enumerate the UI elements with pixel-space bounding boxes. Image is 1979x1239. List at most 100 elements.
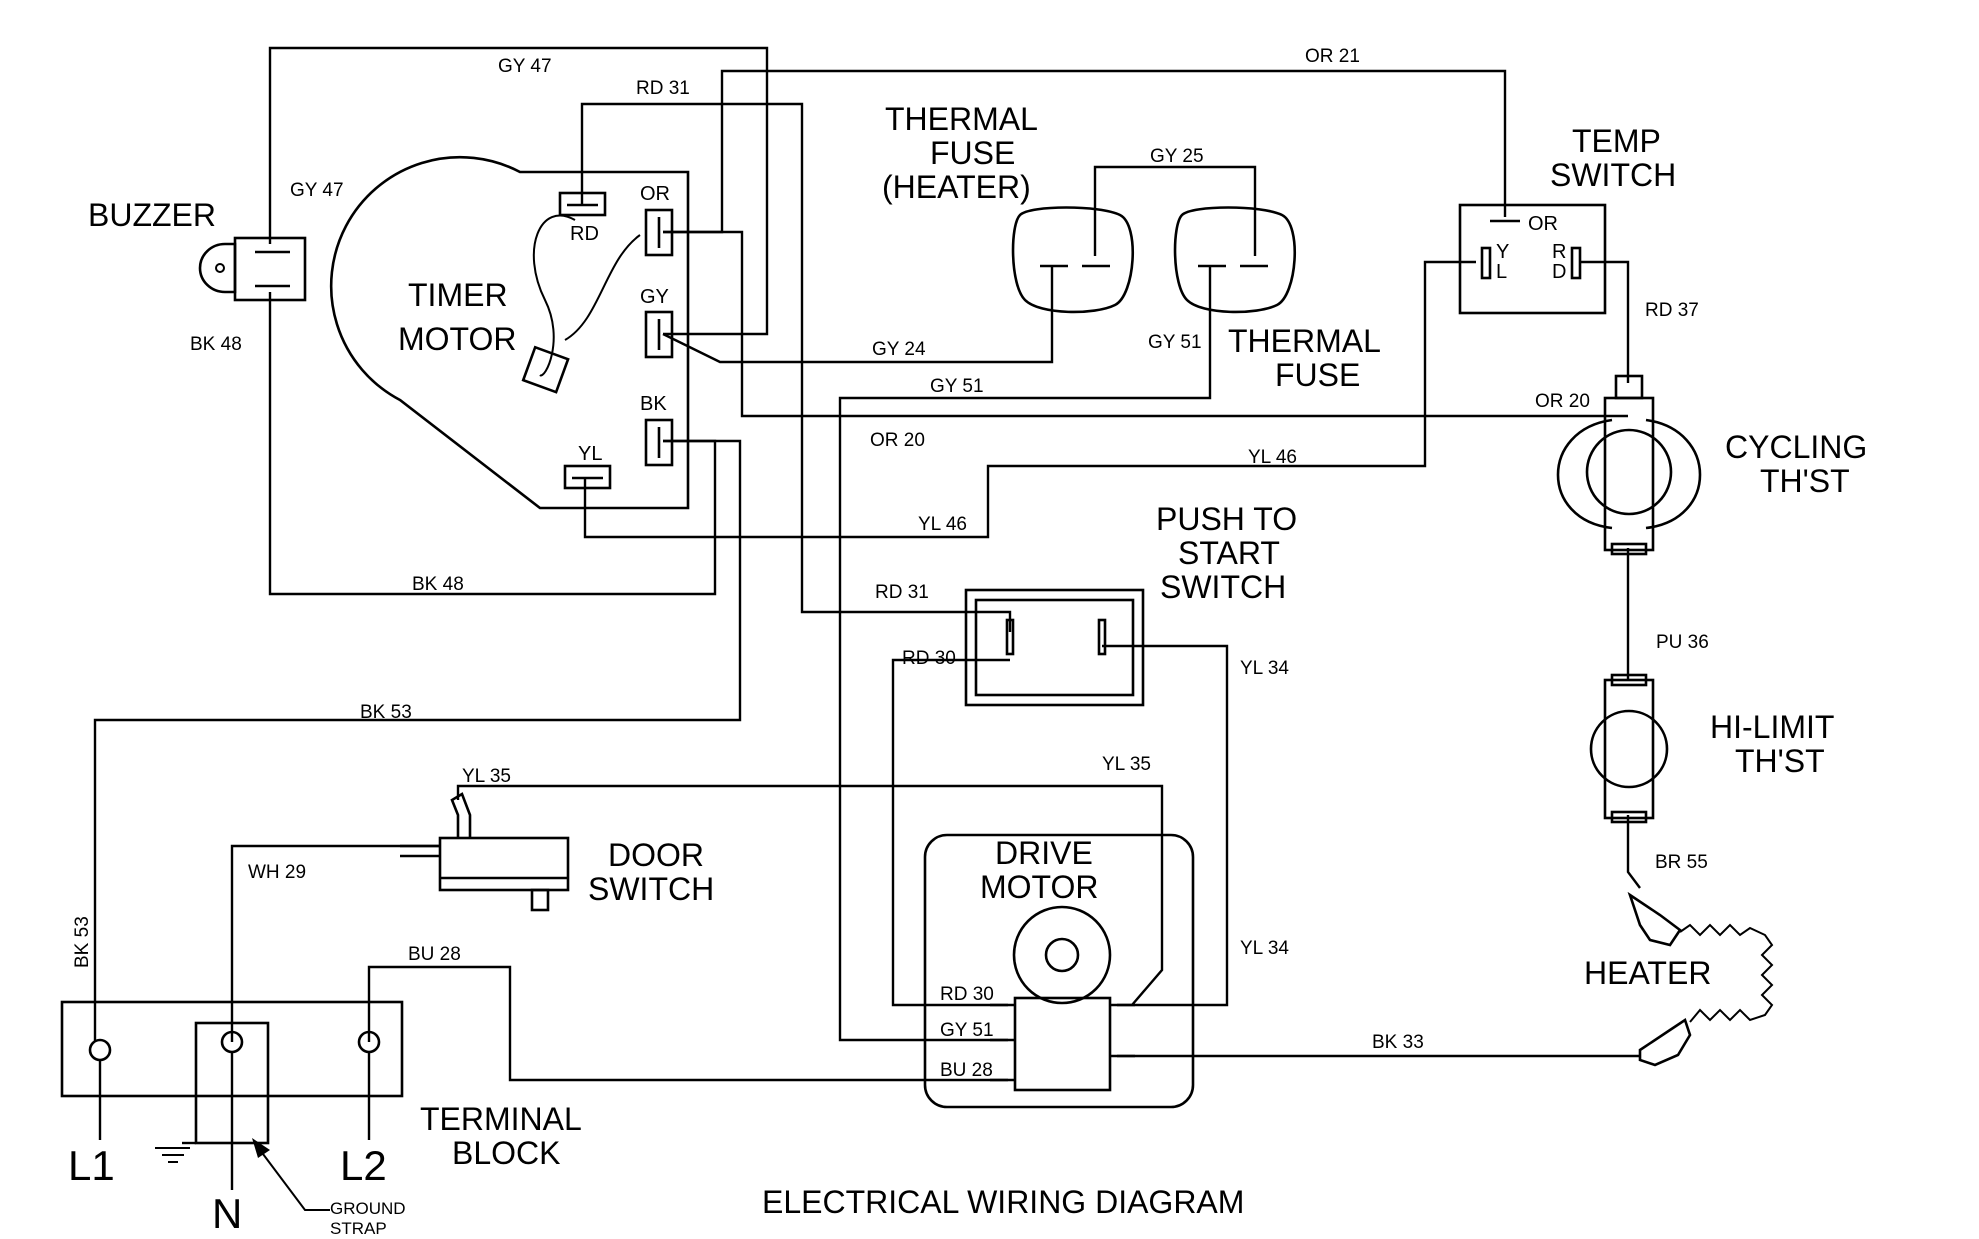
term-bk: BK bbox=[640, 393, 667, 415]
hi-limit-thermostat bbox=[1589, 673, 1669, 824]
wire-rd31 bbox=[580, 102, 1012, 632]
wire-label-rd31-mid: RD 31 bbox=[875, 582, 929, 603]
term-or: OR bbox=[640, 183, 670, 205]
label-thermal-heater-3: (HEATER) bbox=[882, 169, 1031, 205]
label-hilimit-1: HI-LIMIT bbox=[1710, 709, 1834, 745]
wire-label-yl34-top: YL 34 bbox=[1240, 658, 1289, 679]
label-terminal-2: BLOCK bbox=[452, 1135, 560, 1171]
wire-label-bu28-motor: BU 28 bbox=[940, 1060, 993, 1081]
wire-label-bk53-top: BK 53 bbox=[360, 702, 412, 723]
wire-label-rd30-mid: RD 30 bbox=[902, 648, 956, 669]
wire-label-bk48-bottom: BK 48 bbox=[412, 574, 464, 595]
term-temp-or: OR bbox=[1528, 213, 1558, 235]
label-temp-2: SWITCH bbox=[1550, 157, 1676, 193]
drive-motor bbox=[923, 833, 1195, 1109]
door-switch bbox=[400, 792, 570, 912]
wire-label-bk53-side: BK 53 bbox=[72, 916, 93, 968]
label-l2: L2 bbox=[340, 1142, 387, 1189]
term-rd: RD bbox=[570, 223, 599, 245]
label-heater: HEATER bbox=[1584, 955, 1711, 991]
thermal-fuse bbox=[1173, 206, 1297, 314]
wire-yl35 bbox=[456, 784, 1164, 1006]
wire-label-wh29: WH 29 bbox=[248, 862, 306, 883]
component-labels: BUZZER TIMER MOTOR THERMAL FUSE (HEATER)… bbox=[68, 101, 1867, 1238]
wire-yl46 bbox=[583, 260, 1476, 539]
label-thermal-heater-1: THERMAL bbox=[885, 101, 1038, 137]
wire-label-bk33: BK 33 bbox=[1372, 1032, 1424, 1053]
wire-rd37 bbox=[1580, 260, 1630, 383]
label-buzzer: BUZZER bbox=[88, 197, 216, 233]
wire-label-yl35-left: YL 35 bbox=[462, 766, 511, 787]
wire-bk53 bbox=[93, 439, 742, 1042]
label-drive-1: DRIVE bbox=[995, 835, 1093, 871]
wire-br55 bbox=[1626, 815, 1641, 889]
label-drive-2: MOTOR bbox=[980, 869, 1099, 905]
wire-label-gy47-side: GY 47 bbox=[290, 180, 344, 201]
timer-motor bbox=[329, 155, 690, 510]
label-timer: TIMER bbox=[408, 277, 508, 313]
wire-label-gy25: GY 25 bbox=[1150, 146, 1204, 167]
label-push-2: START bbox=[1178, 535, 1280, 571]
label-thermal-2: FUSE bbox=[1275, 357, 1360, 393]
wire-label-gy51-motor: GY 51 bbox=[940, 1020, 994, 1041]
wire-yl34 bbox=[1102, 644, 1229, 1007]
term-temp-y: Y bbox=[1496, 241, 1509, 263]
push-to-start-switch bbox=[964, 588, 1145, 707]
thermal-fuse-heater bbox=[1011, 206, 1135, 314]
label-motor: MOTOR bbox=[398, 321, 517, 357]
wire-labels: GY 47 GY 47 RD 31 OR 21 GY 25 BK 48 GY 2… bbox=[72, 46, 1709, 1081]
wire-label-rd30-motor: RD 30 bbox=[940, 984, 994, 1005]
terminal-block bbox=[60, 1000, 404, 1211]
label-push-1: PUSH TO bbox=[1156, 501, 1297, 537]
label-cycling-1: CYCLING bbox=[1725, 429, 1867, 465]
wire-label-bk48-side: BK 48 bbox=[190, 334, 242, 355]
terminal-labels: RD OR GY BK YL OR Y L R D bbox=[570, 183, 1566, 465]
label-hilimit-2: TH'ST bbox=[1735, 743, 1825, 779]
term-temp-d: D bbox=[1552, 261, 1566, 283]
wire-label-yl34-bottom: YL 34 bbox=[1240, 938, 1289, 959]
wire-label-gy24: GY 24 bbox=[872, 339, 926, 360]
wire-gy51 bbox=[838, 266, 1212, 1042]
wire-gy25 bbox=[1093, 165, 1257, 256]
wire-label-br55: BR 55 bbox=[1655, 852, 1708, 873]
label-n: N bbox=[212, 1190, 242, 1237]
label-door-1: DOOR bbox=[608, 837, 704, 873]
wire-label-gy47-top: GY 47 bbox=[498, 56, 552, 77]
wire-label-gy51-right: GY 51 bbox=[1148, 332, 1202, 353]
wire-label-rd31-top: RD 31 bbox=[636, 78, 690, 99]
wire-label-yl46-right: YL 46 bbox=[1248, 447, 1297, 468]
label-temp-1: TEMP bbox=[1572, 123, 1661, 159]
wire-label-or20-left: OR 20 bbox=[870, 430, 925, 451]
cycling-thermostat bbox=[1556, 374, 1702, 556]
wire-label-or21: OR 21 bbox=[1305, 46, 1360, 67]
wire-label-yl35-right: YL 35 bbox=[1102, 754, 1151, 775]
wire-or20 bbox=[663, 230, 1628, 418]
heater bbox=[1627, 891, 1774, 1067]
wire-gy47 bbox=[268, 46, 769, 336]
wire-gy24 bbox=[662, 266, 1054, 364]
term-yl: YL bbox=[578, 443, 602, 465]
term-temp-r: R bbox=[1552, 241, 1566, 263]
label-ground-2: STRAP bbox=[330, 1219, 387, 1238]
wire-wh29 bbox=[230, 844, 440, 1042]
term-temp-l: L bbox=[1496, 261, 1507, 283]
wire-label-bu28-top: BU 28 bbox=[408, 944, 461, 965]
wire-label-gy51-left: GY 51 bbox=[930, 376, 984, 397]
label-terminal-1: TERMINAL bbox=[420, 1101, 582, 1137]
label-push-3: SWITCH bbox=[1160, 569, 1286, 605]
term-gy: GY bbox=[640, 286, 669, 308]
wire-bu28 bbox=[367, 965, 1008, 1082]
wire-label-yl46-left: YL 46 bbox=[918, 514, 967, 535]
wire-label-pu36: PU 36 bbox=[1656, 632, 1709, 653]
label-l1: L1 bbox=[68, 1142, 115, 1189]
buzzer bbox=[198, 236, 307, 302]
label-cycling-2: TH'ST bbox=[1760, 463, 1850, 499]
wire-label-rd37: RD 37 bbox=[1645, 300, 1699, 321]
label-door-2: SWITCH bbox=[588, 871, 714, 907]
wire-label-or20-right: OR 20 bbox=[1535, 391, 1590, 412]
label-thermal-1: THERMAL bbox=[1228, 323, 1381, 359]
wire-rd30 bbox=[891, 658, 1010, 1007]
diagram-title: ELECTRICAL WIRING DIAGRAM bbox=[762, 1184, 1244, 1220]
